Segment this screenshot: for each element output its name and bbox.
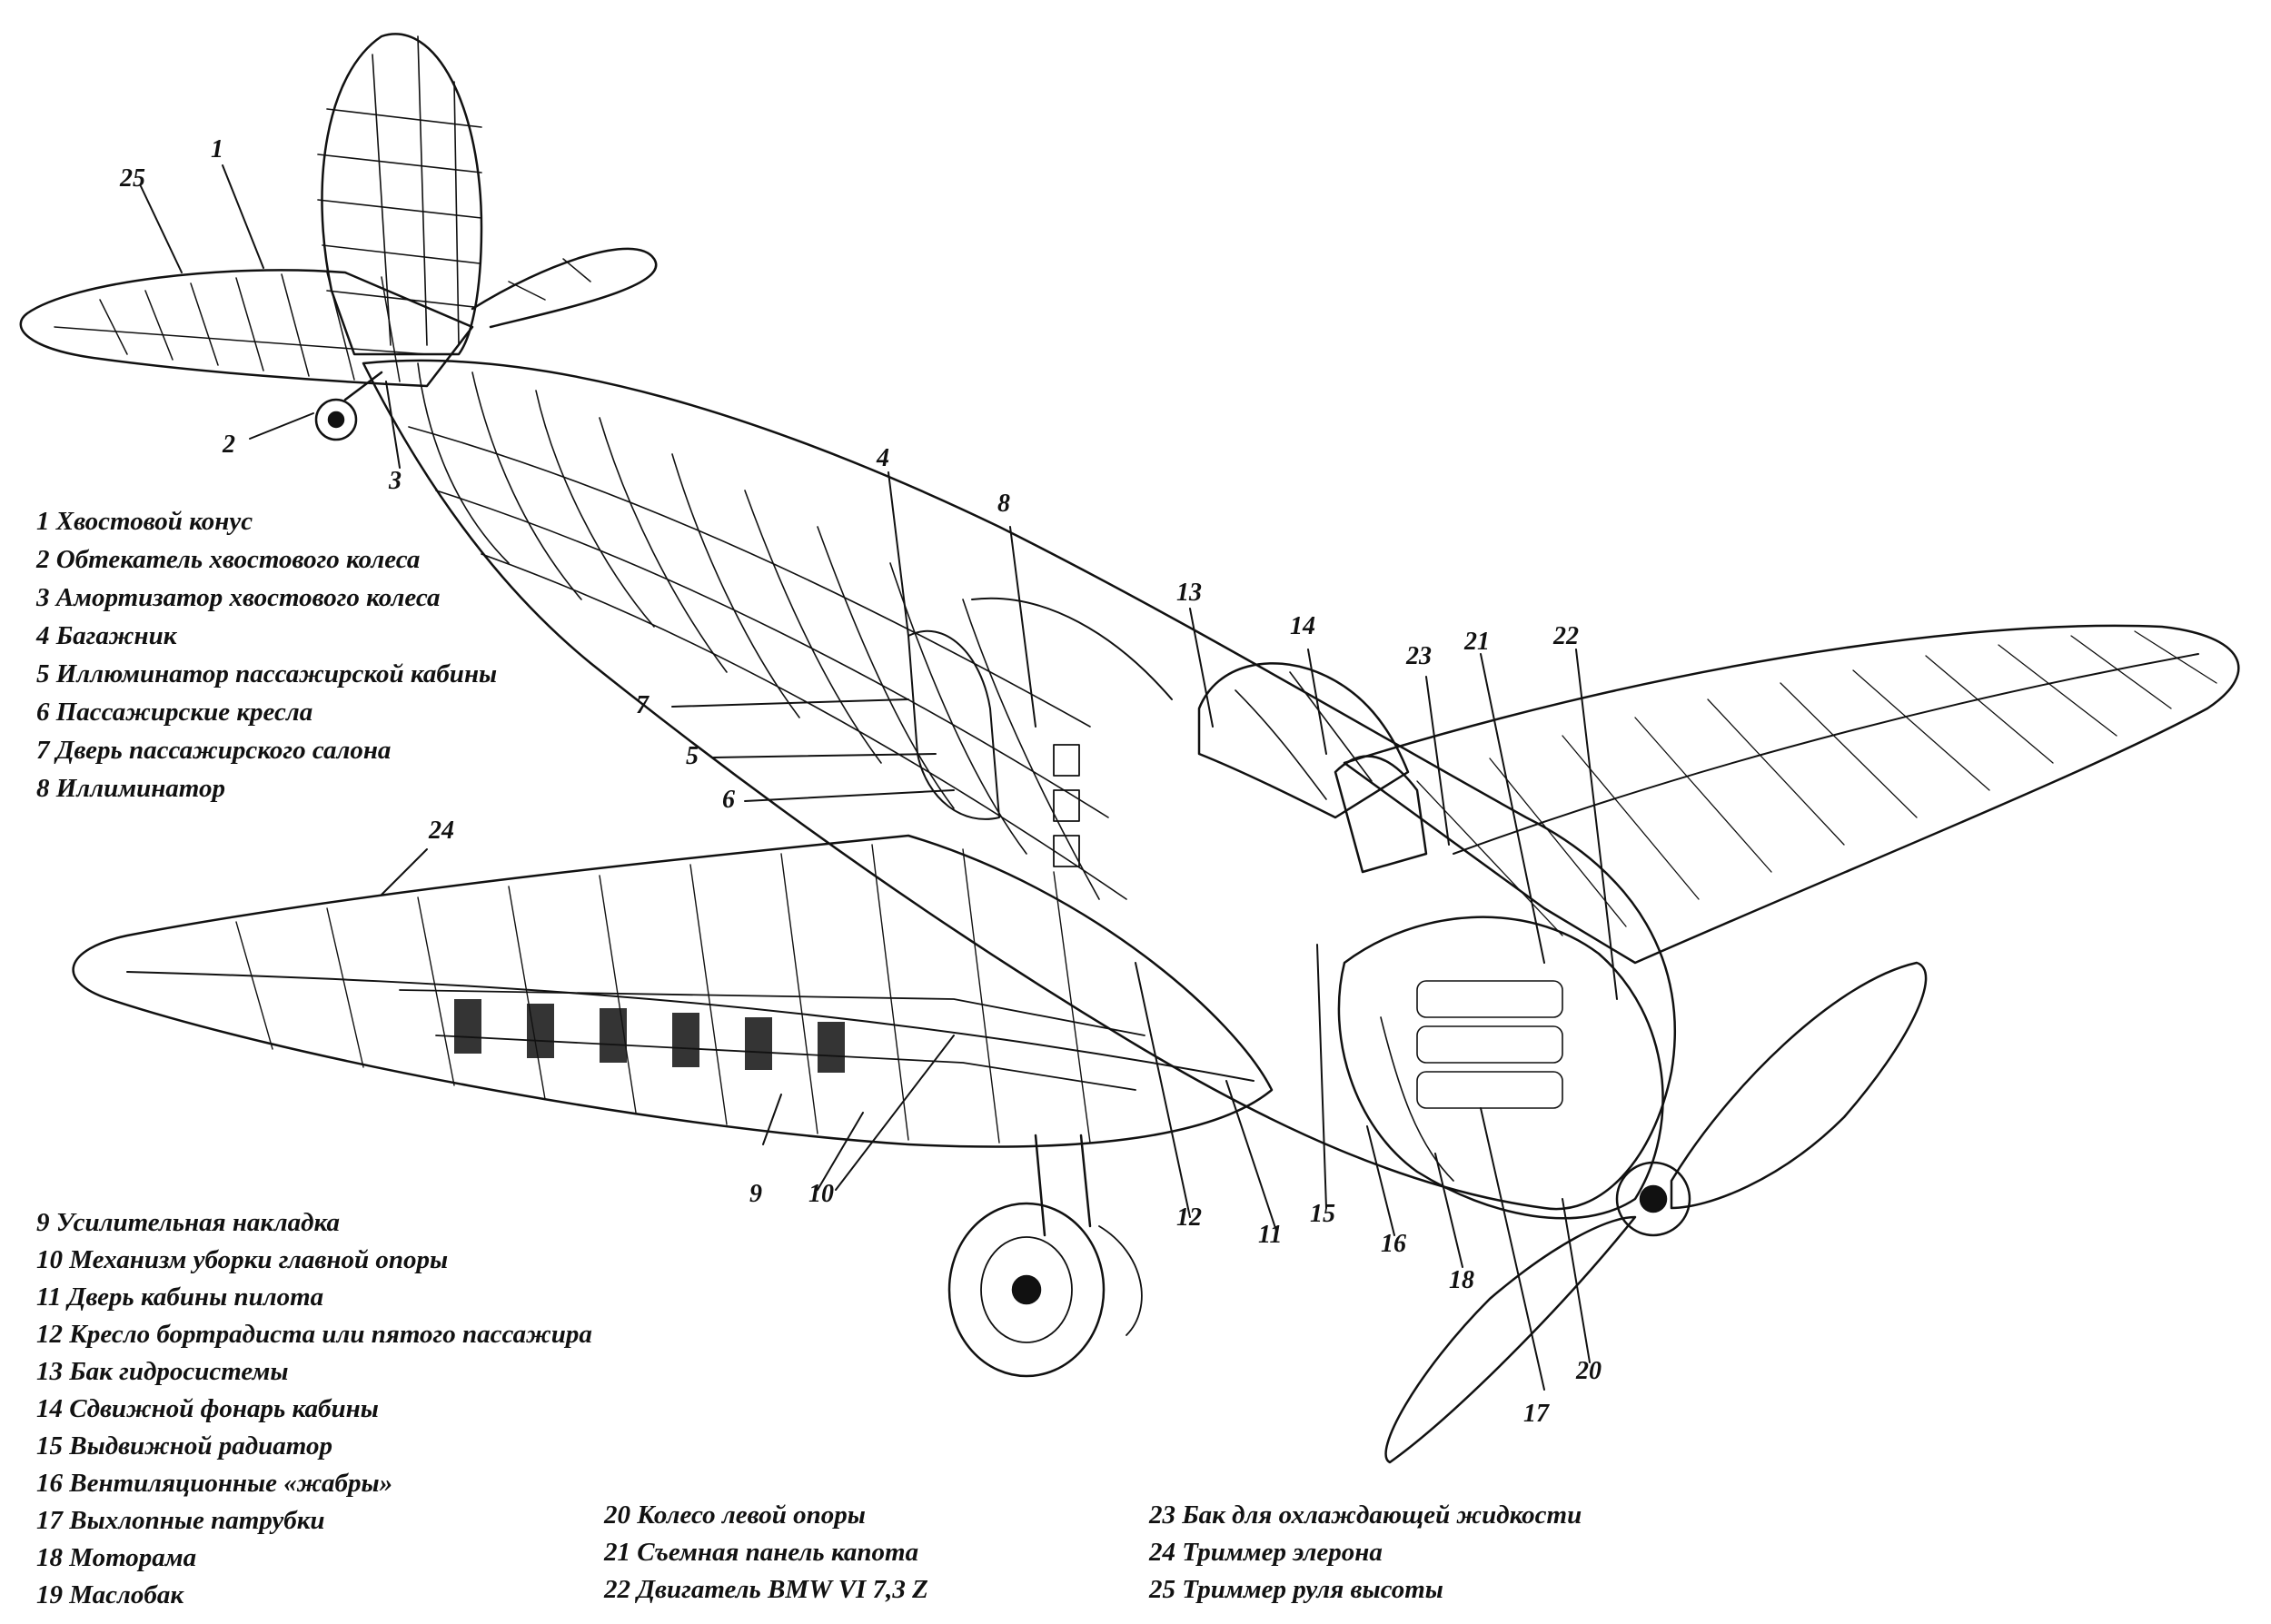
callout-22: 22 (1553, 622, 1579, 650)
callout-25: 25 (120, 164, 145, 193)
legend-item-16: 16 Вентиляционные «жабры» (36, 1469, 393, 1498)
legend-item-10: 10 Механизм уборки главной опоры (36, 1245, 449, 1274)
callout-14: 14 (1290, 612, 1315, 640)
horizontal-stabilizer (19, 247, 658, 388)
engine-nose (1337, 916, 1691, 1237)
vertical-fin (317, 33, 483, 356)
callout-21: 21 (1464, 628, 1490, 656)
propeller (1384, 961, 1928, 1464)
cockpit-canopy (1197, 662, 1428, 874)
legend-item-3: 3 Амортизатор хвостового колеса (36, 583, 441, 612)
legend-item-14: 14 Сдвижной фонарь кабины (36, 1394, 379, 1423)
callout-11: 11 (1258, 1221, 1283, 1249)
callout-5: 5 (686, 742, 699, 770)
legend-item-12: 12 Кресло бортрадиста или пятого пассажи… (36, 1320, 592, 1349)
main-landing-gear (947, 1134, 1143, 1378)
legend-item-15: 15 Выдвижной радиатор (36, 1431, 332, 1461)
callout-8: 8 (997, 490, 1010, 518)
callout-16: 16 (1381, 1230, 1406, 1258)
legend-item-17: 17 Выхлопные патрубки (36, 1506, 325, 1535)
legend-item-13: 13 Бак гидросистемы (36, 1357, 289, 1386)
left-wing (72, 834, 1274, 1148)
legend-item-2: 2 Обтекатель хвостового колеса (36, 545, 421, 574)
callout-12: 12 (1176, 1203, 1202, 1232)
legend-item-8: 8 Иллиминатор (36, 774, 225, 803)
callout-6: 6 (722, 786, 735, 814)
callout-20: 20 (1576, 1357, 1602, 1385)
callout-10: 10 (808, 1180, 834, 1208)
legend-item-23: 23 Бак для охлаждающей жидкости (1149, 1500, 1582, 1530)
legend-item-20: 20 Колесо левой опоры (604, 1500, 866, 1530)
legend-item-4: 4 Багажник (36, 621, 177, 650)
tail-wheel (314, 371, 383, 441)
callout-7: 7 (636, 691, 649, 719)
legend-item-19: 19 Маслобак (36, 1580, 184, 1609)
legend-item-25: 25 Триммер руля высоты (1149, 1575, 1443, 1604)
callout-4: 4 (877, 444, 889, 472)
leader-lines (140, 164, 1618, 1391)
legend-item-11: 11 Дверь кабины пилота (36, 1282, 324, 1312)
legend-item-21: 21 Съемная панель капота (604, 1538, 919, 1567)
legend-item-1: 1 Хвостовой конус (36, 507, 253, 536)
callout-2: 2 (223, 431, 235, 459)
right-wing (1343, 624, 2240, 965)
legend-item-22: 22 Двигатель BMW VI 7,3 Z (604, 1575, 928, 1604)
legend-item-6: 6 Пассажирские кресла (36, 698, 313, 727)
legend-item-7: 7 Дверь пассажирского салона (36, 736, 392, 765)
callout-18: 18 (1449, 1266, 1474, 1294)
callout-17: 17 (1523, 1400, 1549, 1428)
callout-13: 13 (1176, 579, 1202, 607)
legend-item-5: 5 Иллюминатор пассажирской кабины (36, 659, 498, 688)
callout-23: 23 (1406, 642, 1432, 670)
callout-24: 24 (429, 817, 454, 845)
callout-3: 3 (389, 467, 402, 495)
fuselage (362, 359, 1676, 1211)
callout-9: 9 (749, 1180, 762, 1208)
callout-1: 1 (211, 135, 223, 163)
callout-15: 15 (1310, 1200, 1335, 1228)
legend-item-18: 18 Моторама (36, 1543, 197, 1572)
legend-item-24: 24 Триммер элерона (1149, 1538, 1383, 1567)
legend-item-9: 9 Усилительная накладка (36, 1208, 340, 1237)
